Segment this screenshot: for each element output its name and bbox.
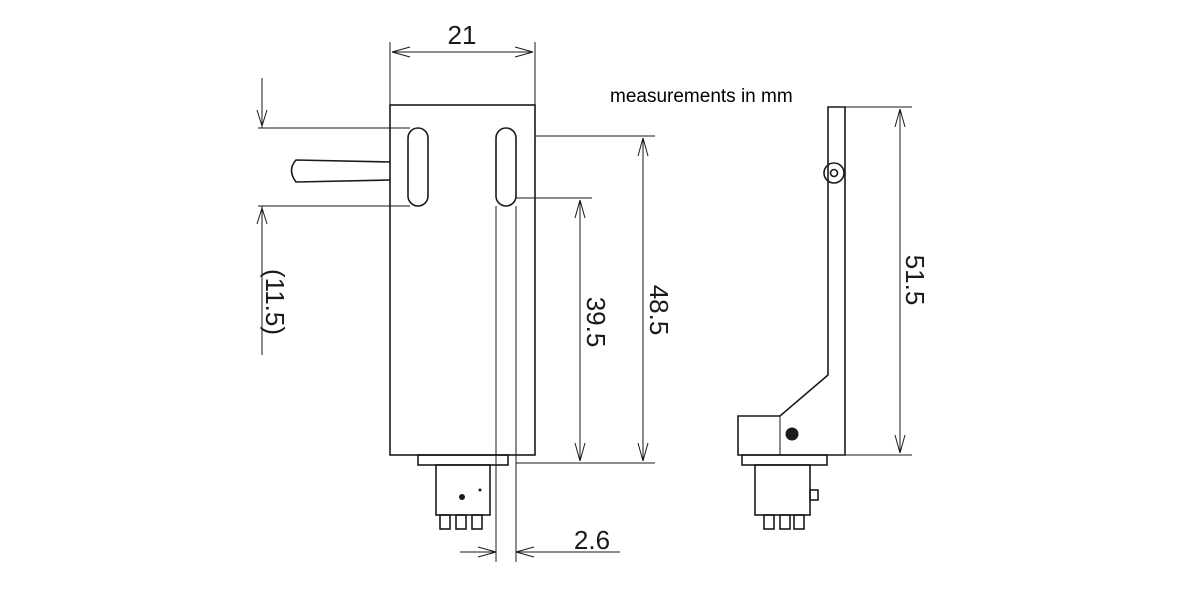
dim-label-2-6: 2.6 — [574, 525, 610, 555]
side-screw — [785, 427, 799, 441]
pin-2 — [455, 514, 467, 530]
dimension-21: 21 — [389, 20, 536, 105]
connector-block — [435, 464, 491, 516]
dim-label-39-5: 39.5 — [581, 297, 611, 348]
left-slot — [407, 127, 429, 207]
dimension-51-5: 51.5 — [845, 106, 930, 456]
pin-1 — [439, 514, 451, 530]
pivot-ring — [823, 162, 845, 184]
front-view — [290, 104, 536, 530]
mount-plate — [417, 454, 509, 466]
dimension-11-5: (11.5) — [256, 78, 410, 355]
finger-lift — [290, 159, 391, 183]
side-view — [737, 106, 846, 530]
right-slot — [495, 127, 517, 207]
dim-label-51-5: 51.5 — [900, 255, 930, 306]
side-connector-block — [754, 464, 811, 516]
mount-screw — [459, 494, 465, 500]
pin-3 — [471, 514, 483, 530]
side-profile — [737, 106, 846, 456]
dim-label-48-5: 48.5 — [644, 285, 674, 336]
side-mount-plate — [741, 454, 828, 466]
dimension-2-6: 2.6 — [460, 206, 620, 562]
measurements-note: measurements in mm — [610, 86, 793, 107]
dim-label-21: 21 — [448, 20, 477, 50]
dim-label-11-5: (11.5) — [260, 269, 290, 335]
dimension-48-5: 48.5 — [535, 135, 674, 464]
dimension-39-5: 39.5 — [516, 197, 611, 464]
headshell-body — [389, 104, 536, 456]
